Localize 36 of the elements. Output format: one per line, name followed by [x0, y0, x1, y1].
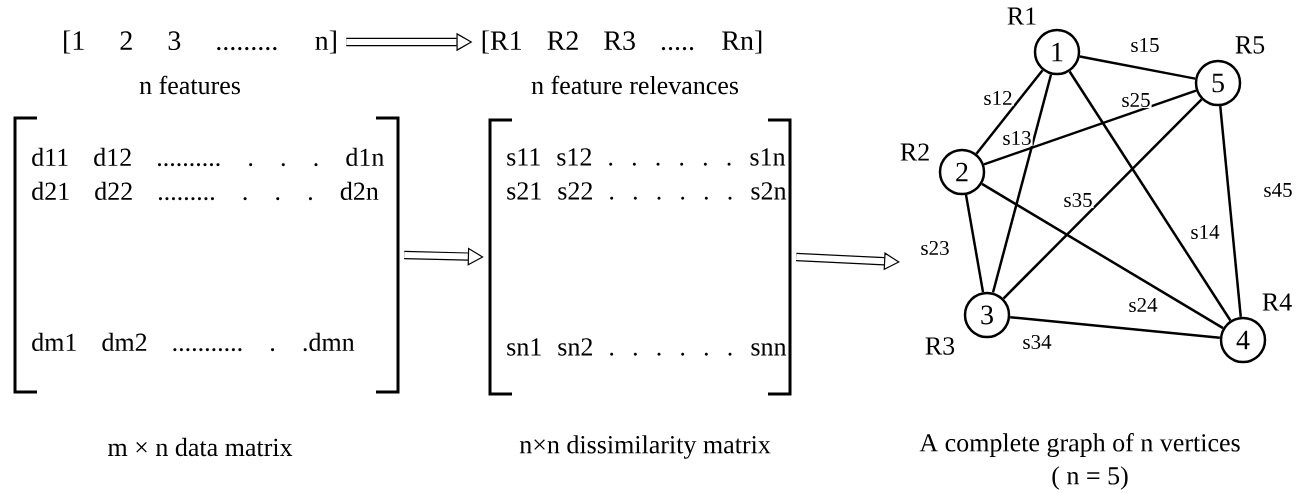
graph-edge — [991, 74, 1053, 293]
edge-label: s15 — [1131, 37, 1159, 53]
graph-edge — [1079, 55, 1196, 80]
vector-caption: n features — [139, 75, 240, 95]
edge-label: s23 — [921, 240, 949, 256]
edge-label: s14 — [1191, 224, 1220, 240]
arrow — [404, 247, 484, 266]
graph-edge — [981, 182, 1224, 330]
graph-edge — [1068, 70, 1232, 322]
edge-label: s12 — [984, 90, 1012, 106]
matrix-caption: n×n dissimilarity matrix — [519, 435, 771, 459]
matrix-caption: m × n data matrix — [108, 437, 293, 457]
graph-edge — [1010, 316, 1220, 339]
vertex-label: R5 — [1235, 36, 1265, 54]
edge-label: s13 — [1003, 130, 1031, 146]
edge-label: s35 — [1064, 192, 1092, 208]
vertex-label: R2 — [900, 143, 929, 161]
graph-edge — [975, 69, 1044, 155]
edge-label: s45 — [1264, 183, 1292, 197]
matrix: s11 s12 . . . . . . s1n s21 s22 . . . . . . s2n sn1 sn2 . . . . . . snn — [488, 118, 792, 396]
vector-caption: n feature relevances — [531, 75, 739, 95]
edge-label: s25 — [1122, 92, 1150, 108]
vertex-label: R1 — [1007, 7, 1036, 25]
feature-vector: [1 2 3 ......... n] — [64, 30, 336, 54]
graph-caption: A complete graph of n vertices — [919, 433, 1240, 457]
graph-caption: ( n = 5) — [1052, 466, 1128, 490]
graph-edge — [964, 194, 985, 293]
vertex-label: R4 — [1262, 293, 1292, 311]
edge-label: s24 — [1129, 297, 1158, 313]
vertex-label: R3 — [925, 337, 955, 355]
feature-vector: [R1 R2 R3 ..... Rn] — [482, 30, 762, 54]
matrix: d11 d12 .......... . . . d1n d21 d22 ......... . . . d2n dm1 dm2 ........... . .dmn — [13, 116, 400, 394]
graph-edge — [1002, 98, 1203, 300]
graph-edge — [1219, 106, 1242, 317]
graph-edge — [983, 89, 1197, 166]
edge-label: s34 — [1023, 334, 1052, 350]
